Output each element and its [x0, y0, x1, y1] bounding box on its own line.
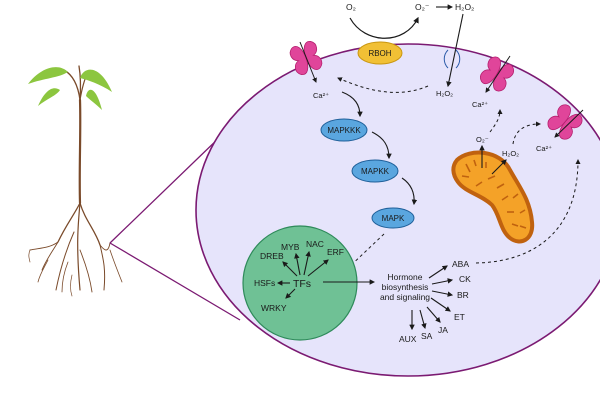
- tf-dreb: DREB: [260, 251, 284, 261]
- label-h2o2-top: H₂O₂: [455, 2, 474, 12]
- dashed-arrow-aba-to-channel: [475, 159, 581, 264]
- dashed-arrow-superoxide-to-channel: [489, 109, 503, 133]
- leaf-icon: [86, 89, 102, 110]
- arrow-ca-influx-1: [299, 41, 317, 83]
- hormone-aux: AUX: [399, 334, 417, 344]
- mapk-node: MAPK: [371, 207, 415, 229]
- leaf-icon: [80, 69, 112, 92]
- label-o2: O₂: [346, 2, 356, 12]
- leaf-icon: [38, 88, 60, 106]
- calcium-channel-3: [547, 104, 583, 140]
- arrow-ca-influx-3: [554, 109, 584, 138]
- mito-h2o2-label: H₂O₂: [502, 149, 519, 158]
- zoom-line-bottom: [109, 242, 241, 321]
- hormone-ck: CK: [459, 274, 471, 284]
- tf-hsfs: HSFs: [254, 278, 275, 288]
- mapkkk-label: MAPKKK: [327, 126, 361, 135]
- zoom-line-top: [109, 134, 223, 244]
- leaf-icon: [28, 67, 68, 84]
- rboh-label: RBOH: [368, 49, 391, 58]
- tf-wrky: WRKY: [261, 303, 287, 313]
- aquaporin-icon: [443, 49, 461, 69]
- hormone-br: BR: [457, 290, 469, 300]
- tfs-label: TFs: [293, 278, 311, 290]
- arrow-mapkkk-to-mapkk: [371, 131, 392, 160]
- tf-nac: NAC: [306, 239, 324, 249]
- plant-seedling: [28, 65, 123, 297]
- arrow-ca-to-mapkkk: [341, 91, 363, 118]
- plant-leaves: [28, 67, 112, 110]
- svg-text:biosynthesis: biosynthesis: [382, 282, 429, 292]
- arrow-h2o2-influx: [446, 13, 464, 88]
- arrow-mapkk-to-mapk: [401, 177, 418, 206]
- dashed-arrow-h2o2-to-channel: [337, 77, 429, 93]
- arrow-ca-influx-2: [485, 55, 511, 93]
- arrow-mito-h2o2: [491, 159, 507, 175]
- arrow-o2-to-superoxide: [349, 16, 419, 39]
- tf-arrows: [276, 250, 376, 299]
- hormone-arrows: [409, 265, 454, 331]
- mitochondrion: [451, 150, 535, 244]
- mito-superoxide-label: O₂⁻: [476, 135, 489, 144]
- tf-erf: ERF: [327, 247, 344, 257]
- label-superoxide: O₂⁻: [415, 2, 430, 12]
- nucleus: [242, 225, 358, 341]
- hormone-et: ET: [454, 312, 465, 322]
- ca-label-3: Ca²⁺: [536, 144, 552, 153]
- ca-label-1: Ca²⁺: [313, 91, 329, 100]
- mapkkk-node: MAPKKK: [320, 118, 368, 142]
- mapkk-label: MAPKK: [361, 167, 390, 176]
- hormone-ja: JA: [438, 325, 448, 335]
- svg-text:Hormone: Hormone: [388, 272, 423, 282]
- tf-myb: MYB: [281, 242, 300, 252]
- svg-text:and signaling: and signaling: [380, 292, 430, 302]
- hormone-aba: ABA: [452, 259, 469, 269]
- rboh-enzyme: RBOH: [357, 41, 403, 65]
- mapkk-node: MAPKK: [351, 159, 399, 183]
- hormone-sa: SA: [421, 331, 433, 341]
- hormone-label: Hormone biosynthesis and signaling: [380, 272, 430, 302]
- ca-label-2: Ca²⁺: [472, 100, 488, 109]
- mapk-label: MAPK: [382, 214, 405, 223]
- label-h2o2-inside: H₂O₂: [436, 89, 453, 98]
- plant-stem: [28, 65, 123, 297]
